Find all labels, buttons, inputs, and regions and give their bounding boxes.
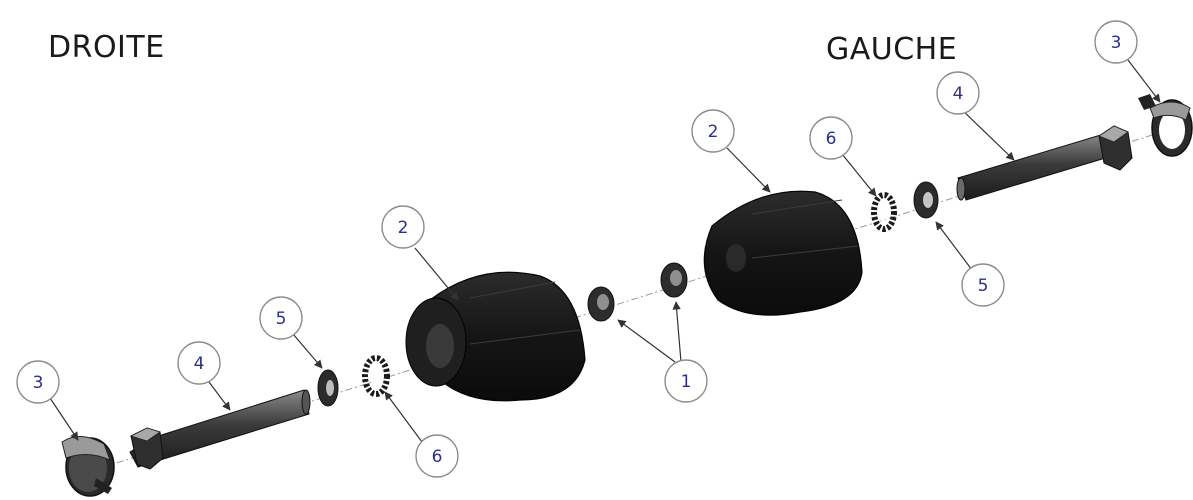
spacer-washer-a bbox=[587, 286, 615, 322]
balloon-4-left: 4 bbox=[177, 341, 221, 385]
svg-text:2: 2 bbox=[708, 122, 719, 142]
lock-washer-left bbox=[362, 355, 390, 397]
lock-washer-right bbox=[871, 192, 897, 232]
svg-text:4: 4 bbox=[953, 84, 964, 104]
balloon-6-right: 6 bbox=[809, 116, 853, 160]
svg-text:4: 4 bbox=[194, 354, 205, 374]
label-gauche: GAUCHE bbox=[826, 32, 958, 67]
hex-bolt-left bbox=[129, 389, 311, 470]
roller-left bbox=[405, 271, 586, 402]
balloon-6-left: 6 bbox=[415, 434, 459, 478]
svg-text:3: 3 bbox=[33, 373, 44, 393]
svg-text:6: 6 bbox=[826, 129, 837, 149]
svg-text:3: 3 bbox=[1111, 33, 1122, 53]
end-clamp-right bbox=[1138, 94, 1193, 157]
svg-text:6: 6 bbox=[432, 447, 443, 467]
balloon-5-right: 5 bbox=[961, 263, 1005, 307]
balloon-2-right: 2 bbox=[691, 109, 735, 153]
label-droite: DROITE bbox=[48, 30, 165, 65]
svg-text:5: 5 bbox=[978, 276, 989, 296]
hex-bolt-right bbox=[956, 125, 1133, 201]
balloon-5-left: 5 bbox=[259, 296, 303, 340]
balloon-4-right: 4 bbox=[936, 71, 980, 115]
balloon-3-right: 3 bbox=[1094, 20, 1138, 64]
end-clamp-left bbox=[61, 436, 115, 497]
flat-washer-left bbox=[317, 369, 339, 407]
svg-text:1: 1 bbox=[681, 372, 692, 392]
svg-text:2: 2 bbox=[398, 218, 409, 238]
spacer-washer-b bbox=[660, 262, 688, 298]
svg-text:5: 5 bbox=[276, 309, 287, 329]
roller-right bbox=[703, 190, 863, 316]
balloon-3-left: 3 bbox=[16, 360, 60, 404]
balloon-1: 1 bbox=[664, 359, 708, 403]
balloon-2-left: 2 bbox=[381, 205, 425, 249]
flat-washer-right bbox=[913, 181, 939, 219]
